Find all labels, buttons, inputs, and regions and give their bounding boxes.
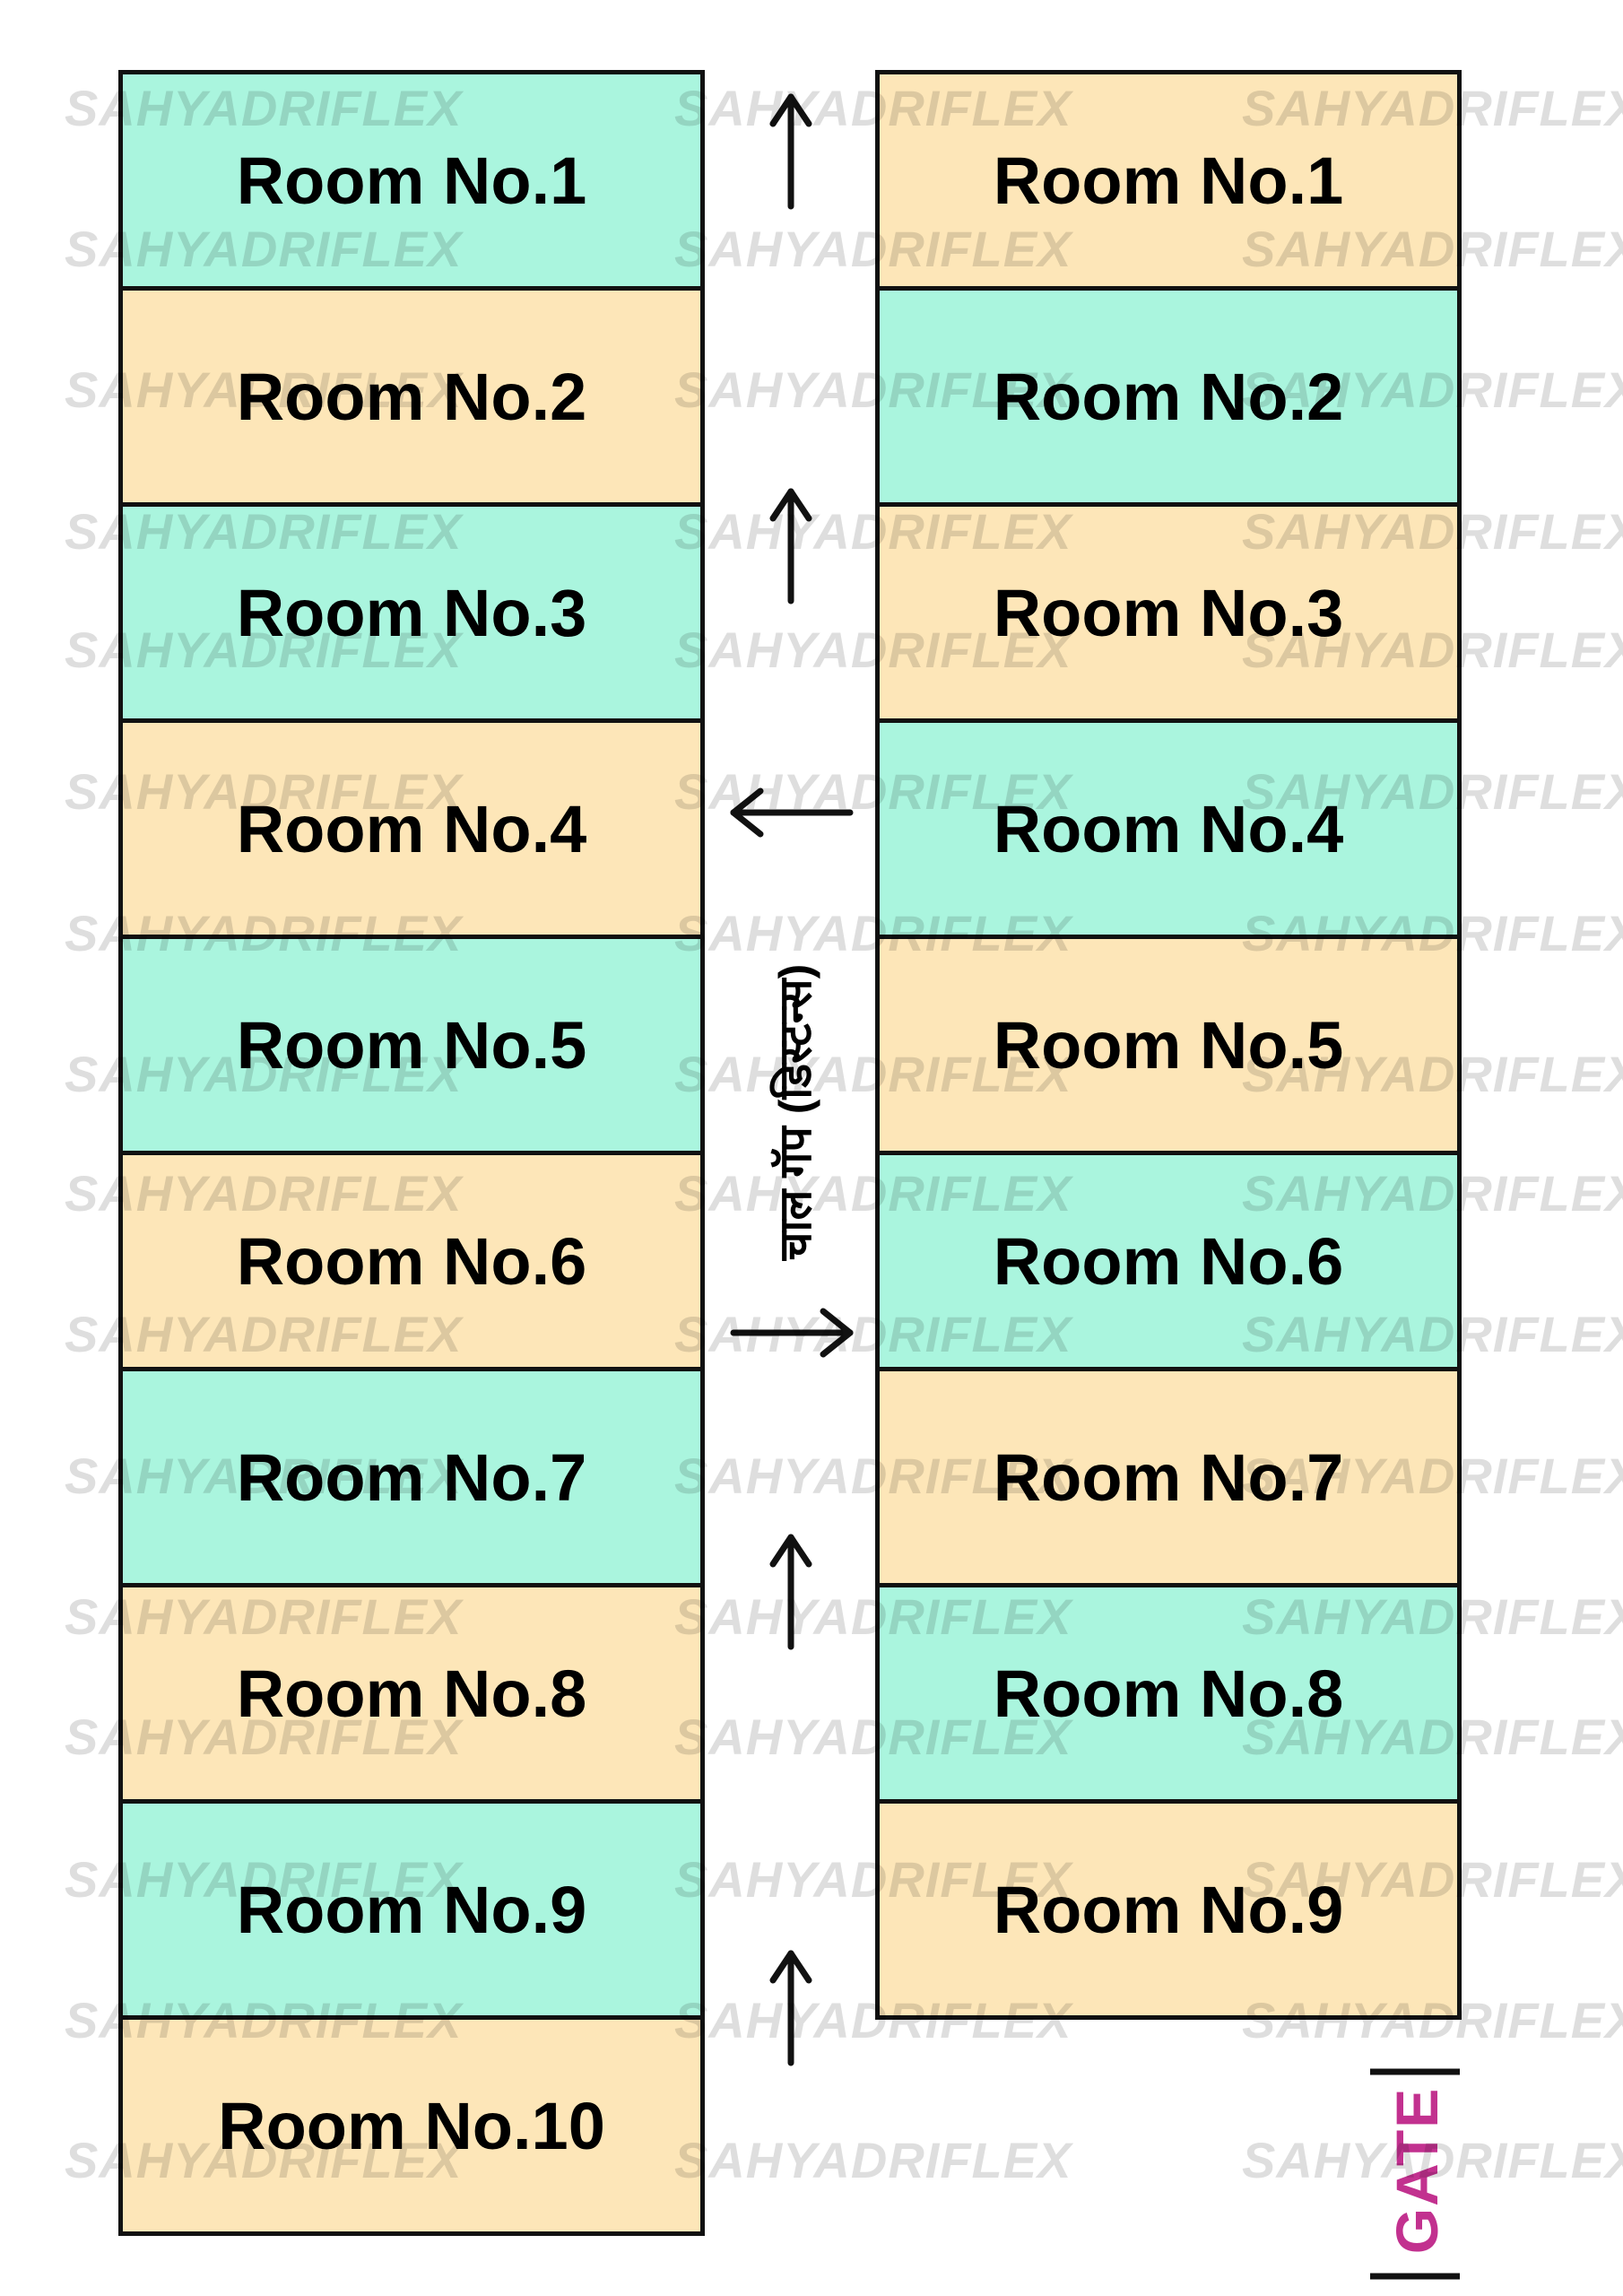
room-label: Room No.9 — [993, 1872, 1344, 1947]
right-room-2: Room No.2 — [875, 286, 1462, 507]
left-room-1: Room No.1 — [118, 70, 705, 291]
room-label: Room No.4 — [993, 791, 1344, 866]
room-label: Room No.7 — [236, 1439, 587, 1515]
left-room-3: Room No.3 — [118, 502, 705, 723]
room-label: Room No.9 — [236, 1872, 587, 1947]
arrow-up-icon — [769, 488, 812, 604]
room-label: Room No.8 — [236, 1656, 587, 1731]
right-room-7: Room No.7 — [875, 1367, 1462, 1587]
room-label: Room No.6 — [236, 1223, 587, 1299]
left-room-9: Room No.9 — [118, 1799, 705, 2020]
right-room-5: Room No.5 — [875, 935, 1462, 1155]
right-room-8: Room No.8 — [875, 1583, 1462, 1804]
arrow-left-icon — [730, 787, 854, 838]
right-room-9: Room No.9 — [875, 1799, 1462, 2020]
room-label: Room No.2 — [236, 359, 587, 434]
arrow-up-icon — [769, 93, 812, 210]
left-room-4: Room No.4 — [118, 718, 705, 939]
room-label: Room No.10 — [218, 2088, 605, 2163]
room-label: Room No.3 — [236, 575, 587, 650]
left-room-7: Room No.7 — [118, 1367, 705, 1587]
left-room-6: Room No.6 — [118, 1151, 705, 1371]
left-room-8: Room No.8 — [118, 1583, 705, 1804]
left-room-5: Room No.5 — [118, 935, 705, 1155]
left-room-10: Room No.10 — [118, 2015, 705, 2236]
room-label: Room No.5 — [993, 1007, 1344, 1083]
right-room-4: Room No.4 — [875, 718, 1462, 939]
room-label: Room No.8 — [993, 1656, 1344, 1731]
right-room-6: Room No.6 — [875, 1151, 1462, 1371]
room-label: Room No.1 — [236, 143, 587, 218]
aisle-gap-label: चाल गॅप (डिस्टन्स) — [770, 963, 820, 1261]
room-label: Room No.7 — [993, 1439, 1344, 1515]
room-label: Room No.1 — [993, 143, 1344, 218]
room-label: Room No.2 — [993, 359, 1344, 434]
room-label: Room No.6 — [993, 1223, 1344, 1299]
arrow-right-icon — [730, 1308, 854, 1358]
arrow-up-icon — [769, 1950, 812, 2066]
right-room-1: Room No.1 — [875, 70, 1462, 291]
room-label: Room No.4 — [236, 791, 587, 866]
arrow-up-icon — [769, 1534, 812, 1650]
room-label: Room No.5 — [236, 1007, 587, 1083]
room-label: Room No.3 — [993, 575, 1344, 650]
gate-label: GATE — [1384, 2086, 1450, 2255]
